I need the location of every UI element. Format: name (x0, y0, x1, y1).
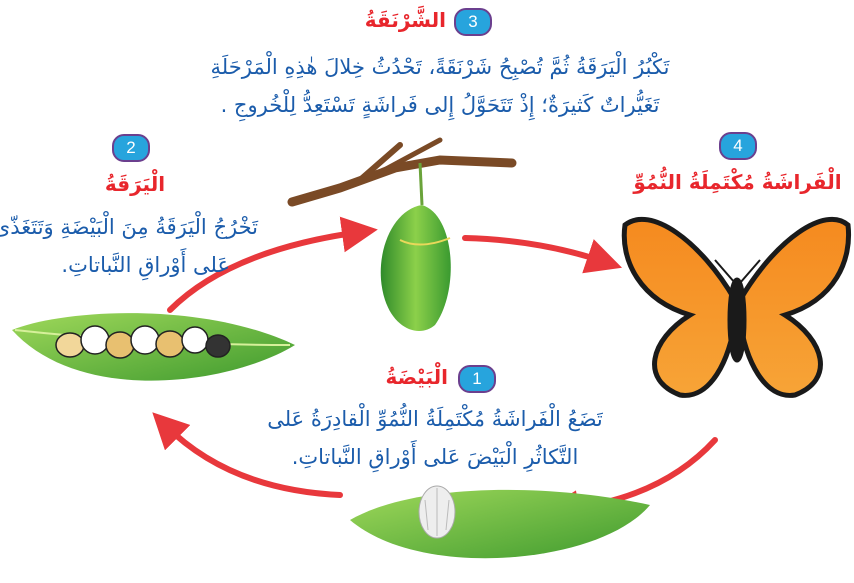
cycle-arrow-icon (152, 216, 718, 527)
stage-1-line-2: التَّكاثُرِ الْبَيْضَ عَلى أَوْراقِ النَ… (291, 445, 579, 469)
stage-3-badge: 3 (454, 8, 492, 36)
chrysalis-on-branch-icon (287, 137, 517, 332)
stage-2-title: الْيَرَقَةُ (104, 172, 166, 196)
stage-3-title: الشَّرْنَقَةُ (364, 8, 446, 32)
monarch-butterfly-icon (621, 217, 852, 398)
stage-3-line-1: تَكْبُرُ الْيَرَقَةُ ثُمَّ تُصْبِحُ شَرْ… (210, 55, 670, 79)
stage-1-title: الْبَيْضَةُ (385, 365, 448, 389)
caterpillar-on-leaf-icon (12, 313, 295, 381)
stage-4-badge: 4 (719, 132, 757, 160)
stage-4-title: الْفَراشَةُ مُكْتَمِلَةُ النُّمُوِّ (633, 170, 842, 194)
stage-1-badge: 1 (458, 365, 496, 393)
egg-on-leaf-icon (350, 485, 650, 559)
stage-2-badge: 2 (112, 134, 150, 162)
stage-2-line-1: تَخْرُجُ الْيَرَقَةُ مِنَ الْبَيْضَةِ وَ… (0, 215, 258, 239)
stage-3-line-2: تَغَيُّراتٌ كَثيرَةٌ؛ إِذْ تَتَحَوَّلُ إ… (220, 93, 660, 117)
stage-2-line-2: عَلى أَوْراقِ النَّباتاتِ. (61, 253, 230, 277)
stage-1-line-1: تَضَعُ الْفَراشَةُ مُكْتَمِلَةُ النُّمُو… (267, 407, 603, 431)
